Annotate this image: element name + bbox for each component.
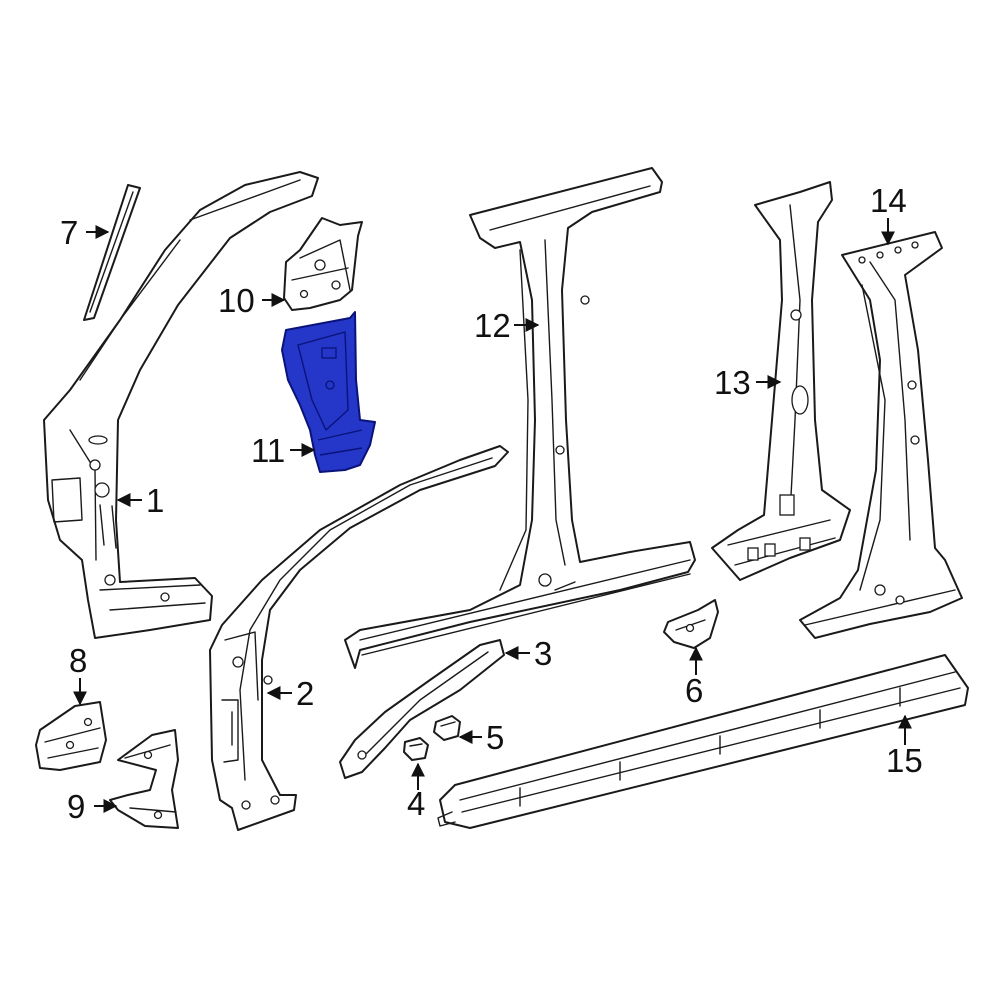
callout-5[interactable]: 5	[486, 719, 504, 756]
callout-7[interactable]: 7	[60, 214, 78, 251]
part-10-bracket[interactable]	[283, 217, 363, 311]
part-8-bracket[interactable]	[35, 701, 107, 771]
part-1-hinge-pillar[interactable]	[43, 171, 319, 639]
part-9-bracket[interactable]	[109, 729, 179, 829]
callout-2[interactable]: 2	[296, 675, 314, 712]
callout-1[interactable]: 1	[146, 482, 164, 519]
callout-15[interactable]: 15	[886, 742, 923, 779]
callout-labels: 1 2 3 4 5 6 7 8 9 10 11 12 13 14 15	[60, 182, 923, 825]
part-11-highlighted-reinforcement[interactable]	[281, 311, 376, 473]
callout-10[interactable]: 10	[218, 282, 255, 319]
part-14-b-pillar-inner[interactable]	[799, 231, 963, 639]
part-3-curved-bracket[interactable]	[339, 639, 505, 779]
part-15-rocker-panel[interactable]	[437, 654, 969, 829]
callout-9[interactable]: 9	[67, 788, 85, 825]
callout-4[interactable]: 4	[407, 785, 425, 822]
part-6-bracket[interactable]	[663, 599, 719, 649]
callout-14[interactable]: 14	[870, 182, 907, 219]
part-7-strip[interactable]	[83, 184, 141, 321]
callout-8[interactable]: 8	[69, 642, 87, 679]
callout-6[interactable]: 6	[685, 672, 703, 709]
leader-lines	[73, 218, 912, 813]
callout-12[interactable]: 12	[474, 307, 511, 344]
part-2-a-pillar-inner[interactable]	[209, 445, 509, 831]
callout-13[interactable]: 13	[714, 364, 751, 401]
part-4-clip[interactable]	[403, 737, 429, 761]
callout-11[interactable]: 11	[251, 432, 285, 469]
callout-3[interactable]: 3	[534, 635, 552, 672]
part-12-pillar-frame[interactable]	[344, 167, 696, 669]
part-5-clip[interactable]	[433, 715, 461, 741]
